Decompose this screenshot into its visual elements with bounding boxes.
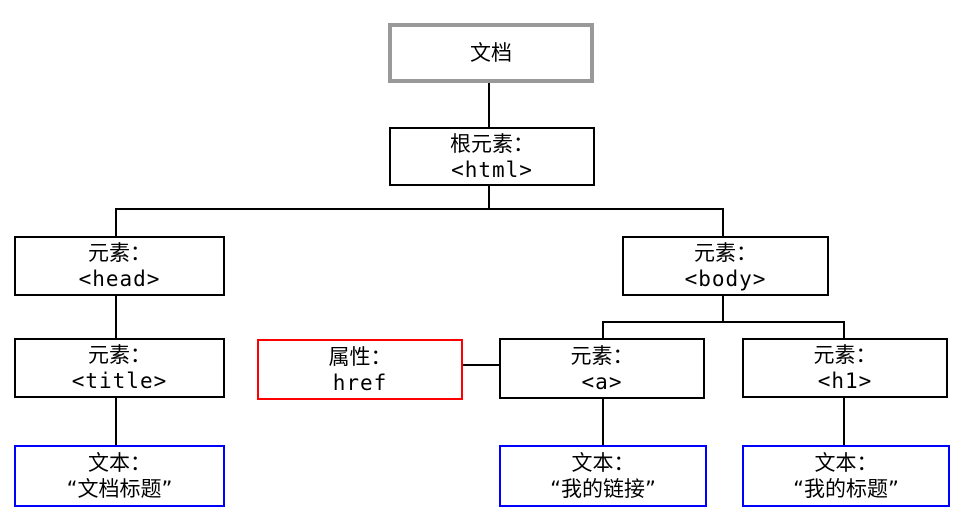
node-element-head-label: 元素： bbox=[88, 241, 151, 265]
node-element-a-tag: <a> bbox=[581, 369, 623, 394]
node-text-document-title-value: “文档标题” bbox=[66, 477, 173, 501]
node-text-document-title-label: 文本： bbox=[88, 451, 151, 475]
connector-head-up bbox=[115, 208, 117, 236]
node-text-my-heading-label: 文本： bbox=[814, 451, 878, 475]
connector-body-down bbox=[722, 296, 724, 323]
connector-branch-html bbox=[115, 208, 724, 210]
connector-document-html bbox=[488, 82, 490, 128]
node-element-title-label: 元素： bbox=[88, 343, 151, 367]
node-text-my-heading: 文本： “我的标题” bbox=[742, 445, 950, 507]
node-element-body-tag: <body> bbox=[684, 267, 767, 291]
node-element-a: 元素： <a> bbox=[499, 338, 705, 399]
node-element-h1: 元素： <h1> bbox=[742, 338, 948, 398]
node-element-title-tag: <title> bbox=[71, 369, 168, 393]
node-element-head: 元素： <head> bbox=[14, 236, 225, 296]
connector-head-title bbox=[115, 296, 117, 338]
connector-h1-text bbox=[843, 398, 845, 445]
node-text-my-link-label: 文本： bbox=[571, 451, 635, 475]
node-element-h1-label: 元素： bbox=[813, 343, 877, 367]
connector-href-a bbox=[463, 364, 501, 366]
node-document: 文档 bbox=[388, 23, 594, 83]
connector-body-up bbox=[722, 208, 724, 236]
node-attribute-href-label: 属性： bbox=[328, 344, 392, 369]
node-element-title: 元素： <title> bbox=[14, 338, 225, 398]
node-attribute-href-value: href bbox=[332, 370, 388, 395]
node-root-html: 根元素： <html> bbox=[389, 127, 595, 186]
node-document-label: 文档 bbox=[470, 41, 512, 65]
node-element-head-tag: <head> bbox=[78, 267, 161, 291]
node-text-my-heading-value: “我的标题” bbox=[793, 477, 899, 501]
node-element-body: 元素： <body> bbox=[622, 236, 829, 296]
connector-html-down bbox=[488, 186, 490, 210]
connector-a-text bbox=[602, 399, 604, 445]
connector-title-text bbox=[115, 398, 117, 445]
connector-a-up bbox=[602, 321, 604, 338]
node-text-my-link: 文本： “我的链接” bbox=[499, 445, 707, 507]
node-root-html-tag: <html> bbox=[451, 157, 533, 182]
node-root-html-label: 根元素： bbox=[450, 131, 534, 156]
node-element-h1-tag: <h1> bbox=[817, 369, 873, 393]
node-element-a-label: 元素： bbox=[570, 343, 634, 368]
connector-h1-up bbox=[843, 321, 845, 338]
node-text-my-link-value: “我的链接” bbox=[550, 477, 656, 501]
connector-branch-body bbox=[602, 321, 845, 323]
node-element-body-label: 元素： bbox=[694, 241, 757, 265]
node-text-document-title: 文本： “文档标题” bbox=[14, 445, 225, 507]
node-attribute-href: 属性： href bbox=[257, 339, 463, 400]
